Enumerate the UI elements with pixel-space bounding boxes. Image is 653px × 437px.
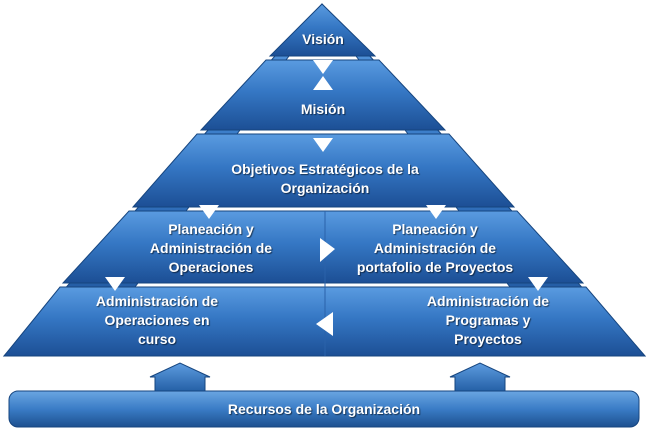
arrow-down-vision-mission [313,60,333,74]
arrow-left-programs-ongoing [316,312,333,336]
resources-label: Recursos de la Organización [227,401,421,417]
ongoing-operations-label: Administración de Operaciones en curso [95,293,219,347]
resource-arrow-left [149,362,211,395]
programs-projects-label: Administración de Programas y Proyectos [426,293,550,347]
arrow-right-operations-portfolio [320,238,335,262]
resource-arrow-right [449,362,511,395]
arrow-down-mission-objectives [313,138,333,152]
band-mission [199,59,447,131]
band-vision [268,3,377,57]
arrow-down-portfolio-programs [528,277,548,291]
arrow-down-objectives-operations [199,205,219,219]
arrow-down-operations-ongoing [105,277,125,291]
vision-label: Visión [302,31,344,47]
operations-planning-label: Planeación y Administración de Operacion… [149,221,273,275]
band-strategic [131,133,516,208]
portfolio-planning-label: Planeación y Administración de portafoli… [356,221,514,275]
strategic-objectives-label: Objetivos Estratégicos de la Organizació… [231,161,419,196]
arrow-up-mission-vision [313,76,333,90]
mission-label: Misión [300,101,346,117]
resources-bar [8,390,640,428]
arrow-down-objectives-portfolio [426,205,446,219]
